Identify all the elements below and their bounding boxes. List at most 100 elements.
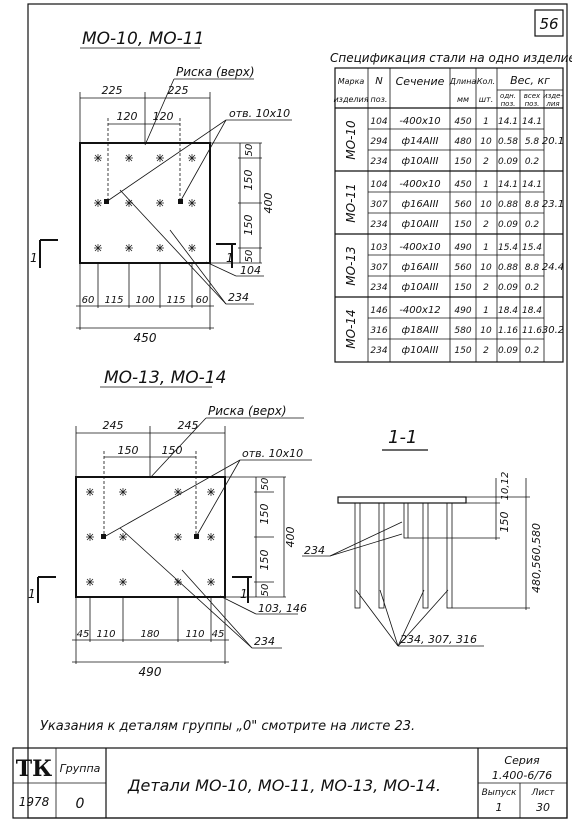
spec-cell-section: ф10АIII: [402, 282, 439, 293]
header-w-all: всех: [524, 92, 541, 100]
spec-cell-w_all: 0.2: [525, 220, 540, 230]
detail-b-dim-bottom-3: 180: [140, 629, 159, 640]
detail-a-dim-bottom-2: 115: [104, 295, 123, 306]
spec-cell-qty: 2: [483, 346, 489, 356]
detail-b: МО-13, МО-14 Риска (верх) отв. 10х10 245…: [28, 368, 312, 679]
stud-symbol: [156, 199, 164, 207]
group-label: Группа: [60, 762, 101, 775]
spec-cell-w_all: 0.2: [525, 283, 540, 293]
stud-symbol: [94, 199, 102, 207]
stud-symbol: [174, 533, 182, 541]
spec-cell-length: 560: [454, 200, 471, 210]
header-section: Сечение: [396, 75, 445, 88]
spec-cell-section: ф16АIII: [402, 199, 439, 210]
detail-a-dim-height: 400: [262, 193, 275, 214]
spec-cell-section: ф18АIII: [402, 325, 439, 336]
spec-group-mark: МО-10: [344, 120, 358, 160]
detail-a-dim-right-4: 50: [244, 250, 255, 263]
stud-symbol: [125, 154, 133, 162]
spec-group-mark: МО-13: [344, 246, 358, 285]
spec-cell-w_all: 0.2: [525, 157, 540, 167]
spec-cell-pos: 104: [370, 117, 387, 127]
detail-b-dim-right-4: 50: [260, 584, 271, 597]
detail-b-hole-label: отв. 10х10: [242, 447, 303, 460]
spec-cell-pos: 104: [370, 180, 387, 190]
detail-b-dim-right-1: 50: [260, 478, 271, 491]
sheet-value: 30: [536, 801, 550, 814]
detail-b-dim-bottom-5: 45: [212, 629, 225, 640]
detail-a-dim-width: 450: [134, 331, 157, 345]
header-w-item: изде-: [543, 92, 563, 100]
spec-cell-qty: 2: [483, 283, 489, 293]
detail-b-hole: [101, 534, 106, 539]
tk-logo: ТК: [16, 756, 52, 782]
section-label-left: 234: [304, 544, 325, 557]
spec-cell-pos: 307: [370, 263, 387, 273]
spec-cell-pos: 316: [370, 326, 387, 336]
spec-cell-length: 560: [454, 263, 471, 273]
header-pos: N: [375, 76, 383, 87]
detail-b-risk-label: Риска (верх): [208, 404, 287, 418]
detail-a-risk-label: Риска (верх): [176, 65, 255, 79]
detail-b-plate: [75, 476, 226, 598]
detail-a-dim-inner-left: 120: [117, 110, 138, 123]
spec-group-mark: МО-11: [344, 183, 358, 222]
detail-b-dim-height: 400: [284, 527, 297, 548]
spec-cell-w_one: 0.09: [498, 346, 518, 356]
detail-a-part-label-plate: 104: [240, 264, 261, 277]
detail-a-plate: [79, 142, 211, 264]
detail-b-dim-inner-left: 150: [118, 444, 139, 457]
detail-a-dim-right-1: 50: [244, 144, 255, 157]
stud-symbol: [188, 154, 196, 162]
detail-b-risk-leader: [149, 417, 207, 479]
spec-cell-section: -400х10: [399, 116, 440, 127]
section-bar: [422, 502, 429, 609]
spec-cell-w_one: 0.09: [498, 283, 518, 293]
spec-cell-qty: 10: [480, 263, 492, 273]
spec-cell-w_one: 0.09: [498, 157, 518, 167]
header-qty: Кол.: [477, 77, 495, 86]
spec-cell-qty: 10: [480, 200, 492, 210]
spec-cell-qty: 1: [483, 243, 489, 253]
spec-cell-section: -400х12: [399, 305, 440, 316]
spec-group-mark: МО-14: [344, 309, 358, 348]
stud-symbol: [174, 488, 182, 496]
spec-cell-qty: 10: [480, 137, 492, 147]
detail-a-section-mark-right: 1: [226, 251, 234, 265]
section-bars: [354, 502, 453, 609]
spec-cell-w_all: 14.1: [522, 117, 542, 127]
spec-cell-length: 490: [454, 306, 471, 316]
spec-cell-length: 490: [454, 243, 471, 253]
section-title: 1-1: [388, 427, 417, 448]
stud-symbol: [86, 533, 94, 541]
spec-cell-length: 150: [454, 283, 471, 293]
spec-cell-w_one: 18.4: [498, 306, 518, 316]
header-mark-2: изделия: [333, 95, 368, 104]
detail-b-dim-inner-right: 150: [162, 444, 183, 457]
stud-symbol: [174, 578, 182, 586]
detail-a-dim-bottom-1: 60: [82, 295, 95, 306]
spec-cell-w_one: 14.1: [498, 117, 518, 127]
detail-b-dim-top-left: 245: [103, 419, 124, 432]
spec-cell-w_one: 0.88: [498, 200, 518, 210]
detail-b-part-label-plate: 103, 146: [258, 602, 307, 615]
detail-a: МО-10, МО-11 Риска (верх) отв. 10х10 225…: [30, 29, 292, 345]
detail-a-hole-leader-1: [105, 119, 227, 203]
spec-cell-w_all: 8.8: [525, 263, 540, 273]
spec-cell-w_all: 15.4: [522, 243, 542, 253]
detail-a-studs: [94, 154, 196, 252]
detail-a-hole: [104, 199, 109, 204]
detail-a-dim-right-2: 150: [242, 170, 255, 191]
stud-symbol: [188, 199, 196, 207]
spec-cell-w_one: 0.58: [498, 137, 518, 147]
spec-cell-section: -400х10: [399, 242, 440, 253]
section-label-bottom: 234, 307, 316: [400, 633, 477, 646]
detail-a-hole-label: отв. 10х10: [229, 107, 290, 120]
detail-a-title: МО-10, МО-11: [82, 29, 204, 49]
header-pos-2: поз.: [371, 95, 388, 104]
section-anchor: [403, 502, 409, 539]
detail-b-part-label-bar: 234: [254, 635, 275, 648]
detail-a-dim-inner-right: 120: [153, 110, 174, 123]
